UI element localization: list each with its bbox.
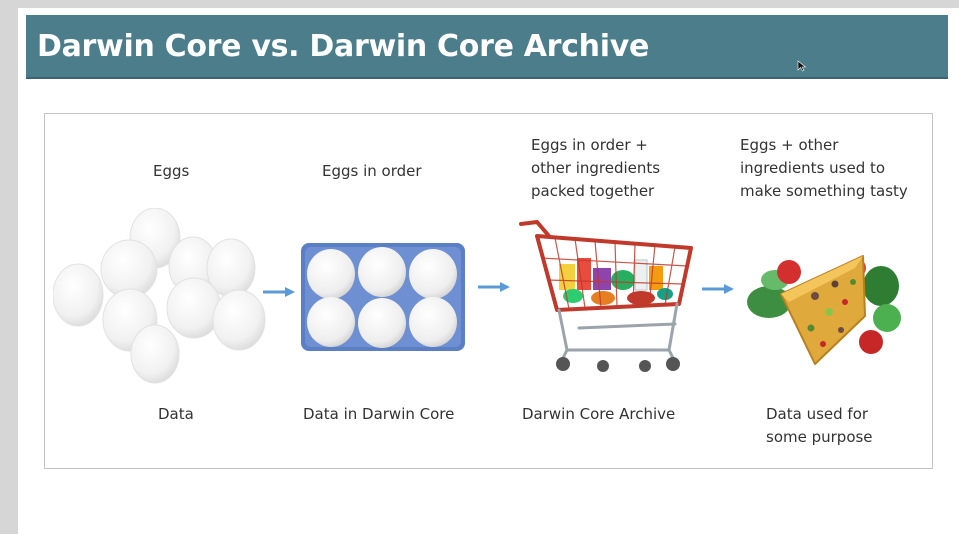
step-2-top-label: Eggs in order [322,160,422,183]
step-2-bottom-line-1: Data in Darwin Core [303,405,455,423]
loose-eggs-image [53,208,266,384]
arrow-right-icon [702,284,734,294]
shopping-cart-image [519,219,693,372]
analogy-panel: Eggs Data [44,113,933,469]
step-3-top-label: Eggs in order + other ingredients packed… [531,134,660,203]
step-2-top-line-1: Eggs in order [322,162,422,180]
step-4-bottom-line-2: some purpose [766,428,873,446]
step-4-top-line-1: Eggs + other [740,136,839,154]
step-1-bottom-label: Data [158,403,194,426]
step-1-top-label: Eggs [153,160,189,183]
step-1-top-line-1: Eggs [153,162,190,180]
arrow-right-icon [478,282,510,292]
frittata-dish-image [747,255,901,365]
mouse-pointer-icon [797,60,807,72]
step-3-bottom-line-1: Darwin Core Archive [522,405,676,423]
step-4-bottom-line-1: Data used for [766,405,869,423]
step-4-top-label: Eggs + other ingredients used to make so… [740,134,908,203]
arrow-right-icon [263,287,295,297]
slide: Darwin Core vs. Darwin Core Archive Eggs [18,8,959,534]
egg-carton-image [301,243,465,351]
step-3-top-line-2: other ingredients [531,159,661,177]
step-3-top-line-3: packed together [531,182,655,200]
step-4-bottom-label: Data used for some purpose [766,403,873,449]
title-bar: Darwin Core vs. Darwin Core Archive [26,15,948,79]
step-3-bottom-label: Darwin Core Archive [522,403,675,426]
step-2-bottom-label: Data in Darwin Core [303,403,454,426]
step-4-top-line-3: make something tasty [740,182,908,200]
step-3-top-line-1: Eggs in order + [531,136,648,154]
step-4-top-line-2: ingredients used to [740,159,886,177]
slide-title: Darwin Core vs. Darwin Core Archive [37,29,650,64]
step-1-bottom-line-1: Data [158,405,194,423]
